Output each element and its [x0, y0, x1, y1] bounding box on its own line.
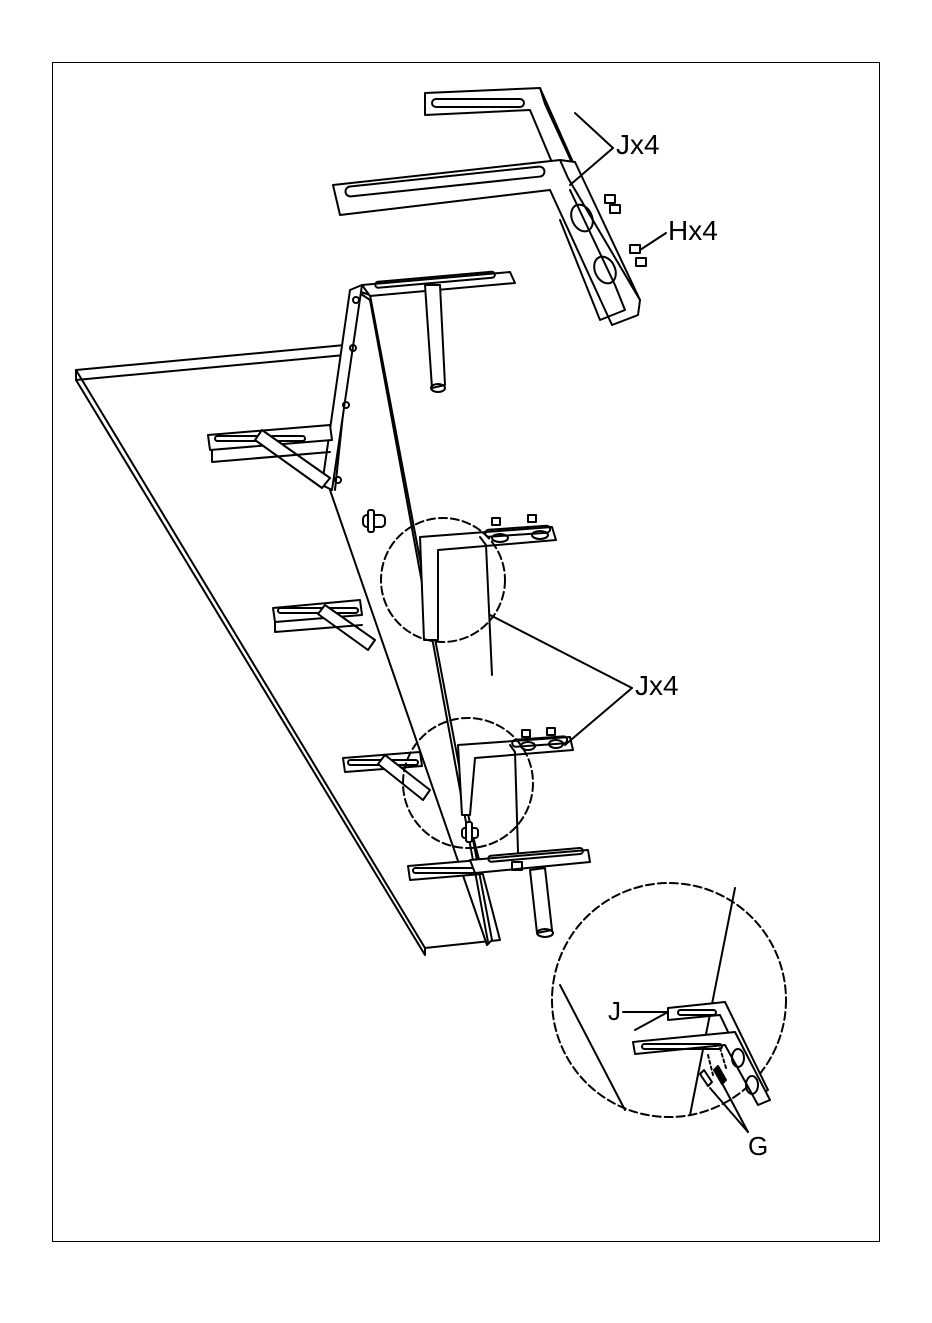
leader-top-j-a — [575, 113, 613, 148]
top-bracket-large — [333, 160, 640, 325]
top-bracket-label: Jx4 — [616, 131, 660, 159]
leader-mid-j-b — [565, 688, 632, 745]
zoom-detail — [552, 883, 786, 1132]
leader-mid-j-a — [490, 615, 632, 688]
detail-bracket-label: J — [608, 998, 621, 1024]
top-bolt-label: Hx4 — [668, 217, 718, 245]
middle-bracket-label: Jx4 — [635, 672, 679, 700]
right-bracket-upper — [420, 515, 556, 675]
detail-screw-label: G — [748, 1133, 768, 1159]
leader-h — [640, 233, 666, 250]
